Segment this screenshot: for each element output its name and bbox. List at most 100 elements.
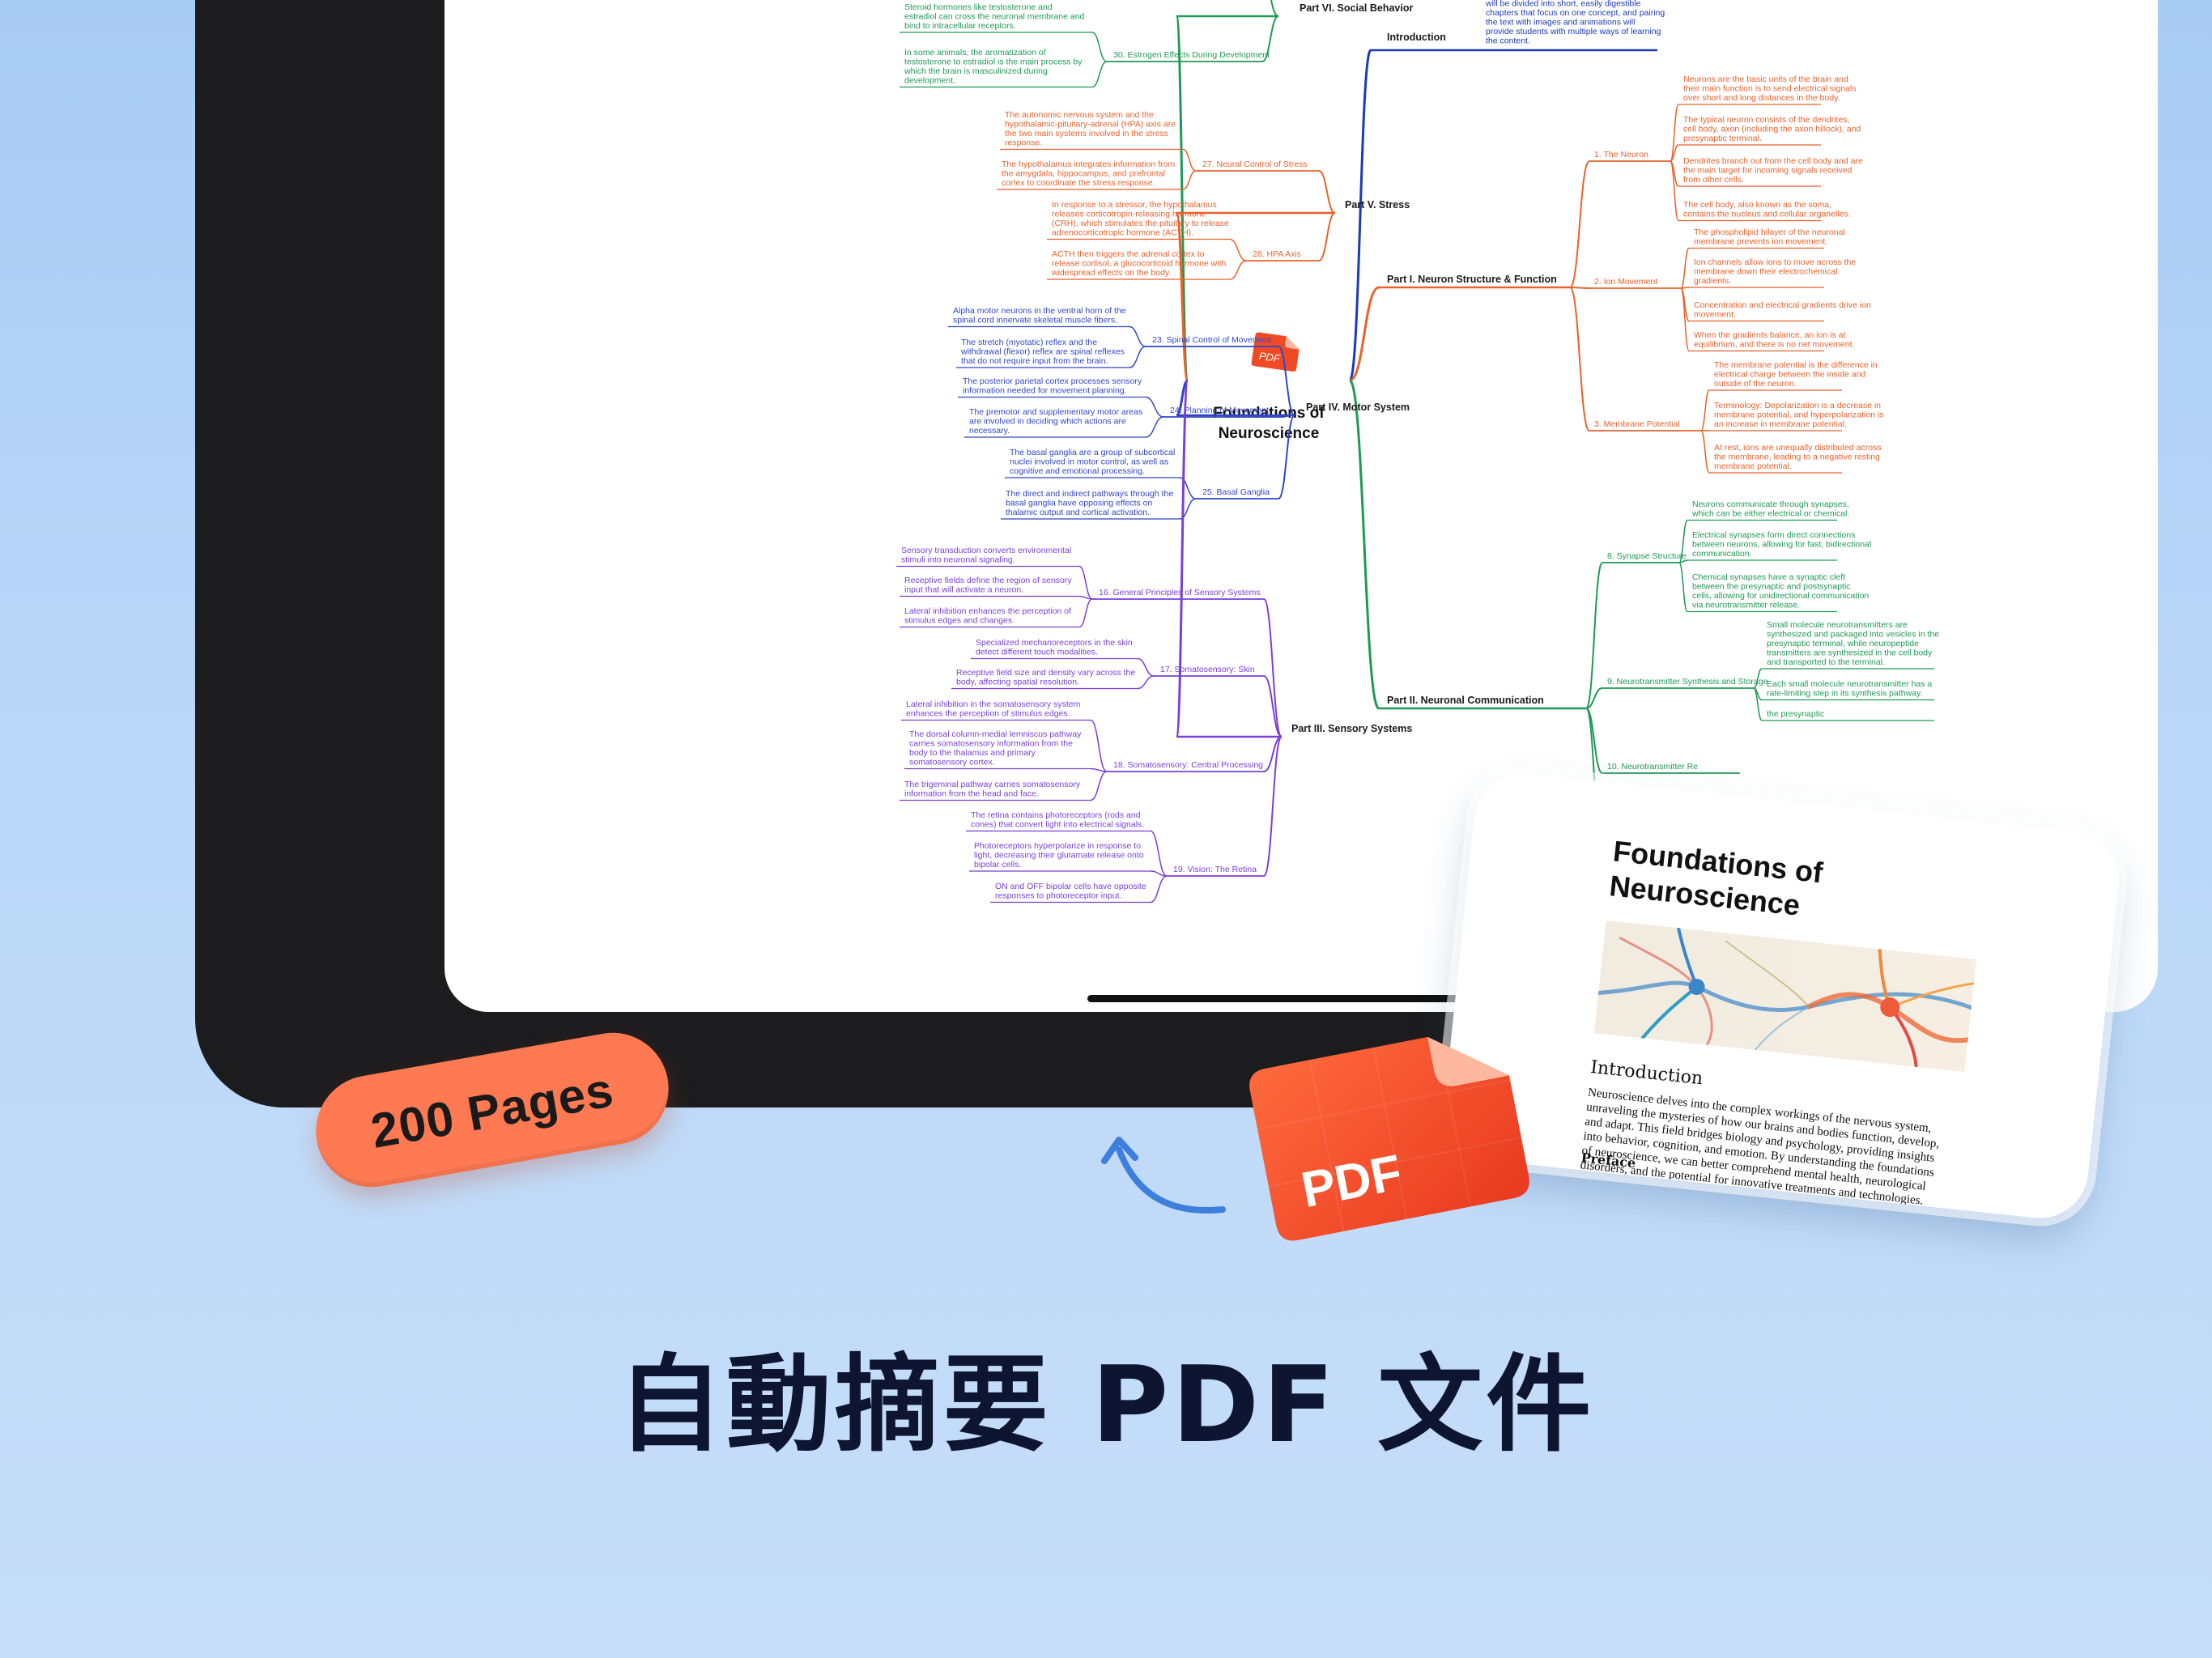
leaf-node-text[interactable]: The phospholipid bilayer of the neuronal (1694, 227, 1845, 237)
leaf-node-text[interactable]: The stretch (myotatic) reflex and the (961, 338, 1097, 347)
leaf-node-text[interactable]: Receptive field size and density vary ac… (956, 668, 1135, 678)
leaf-node-text[interactable]: communication. (1692, 549, 1752, 559)
leaf-node-text[interactable]: the main target for incoming signals rec… (1683, 166, 1853, 176)
leaf-node-text[interactable]: which the brain is masculinized during (904, 66, 1048, 76)
leaf-node-text[interactable]: Receptive fields define the region of se… (904, 576, 1072, 585)
leaf-node-text[interactable]: Each small molecule neurotransmitter has… (1767, 679, 1932, 689)
leaf-node-text[interactable]: presynaptic terminal, while neuropeptide (1767, 639, 1919, 648)
leaf-node-text[interactable]: Specialized mechanoreceptors in the skin (976, 638, 1133, 648)
subtopic-node[interactable]: 25. Basal Ganglia (1202, 487, 1270, 497)
leaf-node-text[interactable]: cones) that convert light into electrica… (971, 820, 1144, 830)
leaf-node-text[interactable]: estradiol can cross the neuronal membran… (904, 12, 1085, 22)
leaf-node-text[interactable]: and transported to the terminal. (1767, 657, 1885, 667)
leaf-node-text[interactable]: bind to intracellular receptors. (904, 21, 1016, 31)
leaf-node-text[interactable]: equilibrium, and there is no net movemen… (1694, 340, 1854, 350)
leaf-node-text[interactable]: Lateral inhibition in the somatosensory … (906, 699, 1081, 709)
leaf-node-text[interactable]: from other cells. (1683, 175, 1744, 185)
leaf-node-text[interactable]: which can be either electrical or chemic… (1691, 509, 1849, 519)
leaf-node-text[interactable]: carries somatosensory information from t… (909, 739, 1073, 749)
leaf-node-text[interactable]: responses to photoreceptor input. (995, 891, 1121, 901)
leaf-node-text[interactable]: spinal cord innervate skeletal muscle fi… (953, 316, 1117, 325)
leaf-node-text[interactable]: The trigeminal pathway carries somatosen… (904, 780, 1081, 789)
leaf-node-text[interactable]: the amygdala, hippocampus, and prefronta… (1002, 169, 1165, 179)
leaf-node-text[interactable]: necessary. (969, 426, 1010, 436)
part-topic-part6[interactable]: Part VI. Social Behavior (1300, 2, 1413, 14)
leaf-node-text[interactable]: gradients. (1694, 276, 1731, 286)
leaf-node-text[interactable]: input that will activate a neuron. (904, 585, 1023, 595)
leaf-node-text[interactable]: widespread effects on the body. (1051, 268, 1171, 278)
leaf-node-text[interactable]: cells, allowing for unidirectional commu… (1692, 591, 1869, 601)
leaf-node-text[interactable]: The premotor and supplementary motor are… (969, 407, 1142, 417)
leaf-node-text[interactable]: Alpha motor neurons in the ventral horn … (953, 306, 1126, 316)
leaf-node-text[interactable]: The basal ganglia are a group of subcort… (1010, 448, 1175, 457)
part-topic-part2[interactable]: Part II. Neuronal Communication (1387, 695, 1544, 706)
central-topic[interactable]: Neuroscience (1219, 425, 1320, 442)
leaf-node-text[interactable]: Neurons are the basic units of the brain… (1683, 74, 1848, 84)
leaf-node-text[interactable]: ON and OFF bipolar cells have opposite (995, 882, 1146, 891)
leaf-node-text[interactable]: Lateral inhibition enhances the percepti… (904, 606, 1071, 616)
leaf-node-text[interactable]: stimulus edges and changes. (904, 616, 1015, 626)
leaf-node-text[interactable]: Concentration and electrical gradients d… (1694, 300, 1871, 310)
leaf-node-text[interactable]: adrenocorticotropic hormone (ACTH). (1052, 228, 1193, 238)
subtopic-node[interactable]: 1. The Neuron (1594, 150, 1648, 159)
subtopic-node[interactable]: 27. Neural Control of Stress (1202, 159, 1308, 169)
part-topic-part5[interactable]: Part V. Stress (1345, 199, 1410, 210)
part-topic-part4[interactable]: Part IV. Motor System (1306, 402, 1410, 413)
leaf-node-text[interactable]: electrical charge between the inside and (1714, 370, 1866, 380)
leaf-node-text[interactable]: Dendrites branch out from the cell body … (1683, 156, 1863, 166)
leaf-node-text[interactable]: the membrane, leading to a negative rest… (1714, 453, 1880, 462)
leaf-node-text[interactable]: When the gradients balance, an ion is at (1694, 330, 1845, 340)
leaf-node-text[interactable]: via neurotransmitter release. (1692, 601, 1800, 610)
leaf-node-text[interactable]: that do not require input from the brain… (961, 356, 1108, 366)
leaf-node-text[interactable]: membrane potential. (1714, 461, 1792, 471)
leaf-node-text[interactable]: response. (1005, 138, 1042, 148)
intro-paragraph-line[interactable]: provide students with multiple ways of l… (1486, 27, 1661, 36)
leaf-node-text[interactable]: their main function is to send electrica… (1683, 84, 1857, 94)
leaf-node-text[interactable]: stimuli into neuronal signaling. (901, 555, 1015, 565)
leaf-node-text[interactable]: Steroid hormones like testosterone and (904, 2, 1053, 12)
leaf-node-text[interactable]: release cortisol, a glucocorticoid hormo… (1052, 259, 1227, 269)
leaf-node-text[interactable]: somatosensory cortex. (909, 758, 995, 767)
leaf-node-text[interactable]: Small molecule neurotransmitters are (1767, 620, 1908, 630)
leaf-node-text[interactable]: cognitive and emotional processing. (1010, 466, 1145, 476)
intro-paragraph-line[interactable]: will be divided into short, easily diges… (1485, 0, 1641, 9)
leaf-node-text[interactable]: Ion channels allow ions to move across t… (1694, 257, 1856, 267)
leaf-node-text[interactable]: The cell body, also known as the soma, (1683, 200, 1831, 210)
leaf-node-text[interactable]: bipolar cells. (974, 860, 1021, 869)
leaf-node-text[interactable]: synthesized and packaged into vesicles i… (1767, 630, 1939, 640)
intro-paragraph-line[interactable]: the text with images and animations will (1486, 18, 1635, 28)
leaf-node-text[interactable]: detect different touch modalities. (976, 648, 1098, 657)
leaf-node-text[interactable]: membrane down their electrochemical (1694, 267, 1837, 277)
leaf-node-text[interactable]: basal ganglia have opposing effects on (1006, 499, 1153, 508)
leaf-node-text[interactable]: thalamic output and cortical activation. (1006, 508, 1150, 517)
leaf-node-text[interactable]: The retina contains photoreceptors (rods… (971, 810, 1141, 820)
pdf-document-preview[interactable]: Foundations of Neuroscience Introduction… (1439, 768, 2124, 1223)
leaf-node-text[interactable]: Terminology: Depolarization is a decreas… (1714, 401, 1881, 410)
subtopic-node[interactable]: 17. Somatosensory: Skin (1160, 665, 1255, 674)
leaf-node-text[interactable]: transmitters are synthesized in the cell… (1767, 648, 1933, 658)
leaf-node-text[interactable]: The autonomic nervous system and the (1005, 110, 1154, 120)
subtopic-node[interactable]: 19. Vision: The Retina (1173, 865, 1257, 874)
subtopic-node[interactable]: 28. HPA Axis (1253, 249, 1301, 259)
part-topic-introduction[interactable]: Introduction (1387, 32, 1446, 43)
subtopic-node[interactable]: 30. Estrogen Effects During Development (1113, 50, 1270, 60)
leaf-node-text[interactable]: The typical neuron consists of the dendr… (1683, 115, 1849, 125)
part-topic-part1[interactable]: Part I. Neuron Structure & Function (1387, 274, 1557, 285)
leaf-node-text[interactable]: membrane prevents ion movement. (1694, 237, 1827, 247)
leaf-node-text[interactable]: the two main systems involved in the str… (1005, 129, 1168, 138)
intro-paragraph-line[interactable]: chapters that focus on one concept, and … (1486, 8, 1665, 18)
leaf-node-text[interactable]: The dorsal column-medial lemniscus pathw… (909, 729, 1082, 739)
leaf-node-text[interactable]: In response to a stressor, the hypothala… (1052, 200, 1217, 210)
leaf-node-text[interactable]: withdrawal (flexor) reflex are spinal re… (960, 347, 1125, 357)
subtopic-node[interactable]: 23. Spinal Control of Movement (1152, 335, 1271, 345)
subtopic-node[interactable]: 10. Neurotransmitter Re (1607, 762, 1698, 772)
leaf-node-text[interactable]: cell body, axon (including the axon hill… (1683, 125, 1861, 134)
leaf-node-text[interactable]: Neurons communicate through synapses, (1692, 500, 1849, 509)
home-indicator[interactable] (1087, 995, 1520, 1002)
leaf-node-text[interactable]: over short and long distances in the bod… (1683, 93, 1840, 103)
leaf-node-text[interactable]: body to the thalamus and primary (909, 748, 1036, 758)
leaf-node-text[interactable]: ACTH then triggers the adrenal cortex to (1052, 249, 1205, 259)
part-topic-part3[interactable]: Part III. Sensory Systems (1291, 723, 1412, 734)
